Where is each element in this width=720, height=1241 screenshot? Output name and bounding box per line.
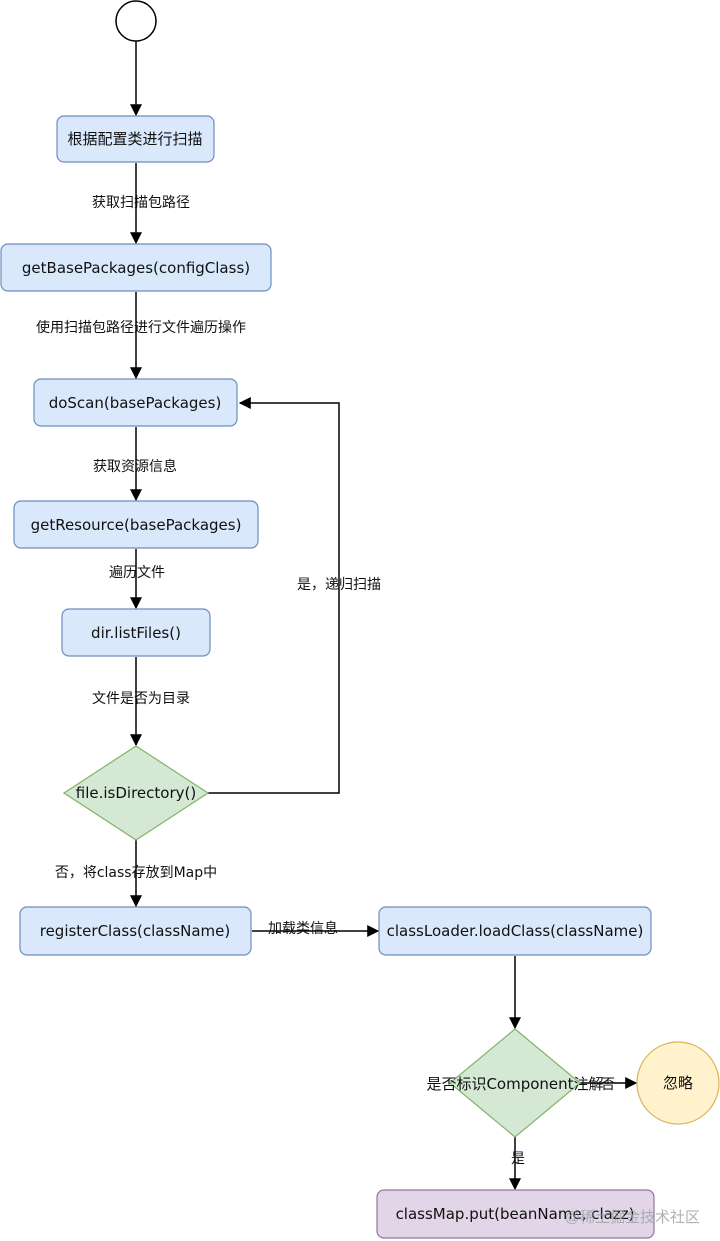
node-get-base-packages-label: getBasePackages(configClass)	[22, 259, 250, 277]
node-list-files-label: dir.listFiles()	[91, 624, 181, 642]
node-get-base-packages: getBasePackages(configClass)	[0, 243, 272, 292]
node-ignore-label: 忽略	[663, 1074, 693, 1092]
node-register-class: registerClass(className)	[19, 906, 252, 956]
edge-label-load-class-info: 加载类信息	[268, 920, 338, 937]
node-load-class: classLoader.loadClass(className)	[378, 906, 652, 956]
edge-label-get-resource-info: 获取资源信息	[93, 458, 177, 475]
edges	[130, 41, 638, 1191]
node-scan-by-config-label: 根据配置类进行扫描	[67, 130, 202, 148]
start-node	[115, 0, 157, 42]
node-do-scan: doScan(basePackages)	[33, 378, 238, 427]
edge-label-yes-recursive: 是，递归扫描	[297, 576, 381, 593]
node-load-class-label: classLoader.loadClass(className)	[387, 922, 644, 940]
node-is-component	[449, 1028, 581, 1138]
edge-label-get-package-path: 获取扫描包路径	[92, 195, 190, 211]
edge-label-no-put-map: 否，将class存放到Map中	[55, 865, 217, 881]
node-get-resource: getResource(basePackages)	[13, 500, 259, 549]
watermark-text: @稀土掘金技术社区	[565, 1209, 700, 1226]
edge-label-yes: 是	[511, 1151, 525, 1167]
node-is-component-label: 是否标识Component注解	[426, 1075, 603, 1093]
node-class-map-put-label: classMap.put(beanName, clazz)	[396, 1205, 635, 1223]
edge-label-traverse-files: 遍历文件	[109, 565, 165, 581]
node-scan-by-config: 根据配置类进行扫描	[56, 115, 215, 163]
node-register-class-label: registerClass(className)	[40, 922, 231, 940]
edge-label-is-dir-question: 文件是否为目录	[92, 691, 190, 707]
node-is-directory-label: file.isDirectory()	[76, 784, 196, 802]
edge-isdir-recursive	[208, 397, 340, 794]
node-list-files: dir.listFiles()	[61, 608, 211, 657]
node-class-map-put: classMap.put(beanName, clazz)	[376, 1189, 655, 1239]
edge-label-traverse-path: 使用扫描包路径进行文件遍历操作	[36, 319, 246, 336]
node-is-directory: file.isDirectory()	[62, 745, 210, 841]
edge-label-no: 否	[601, 1077, 615, 1093]
node-do-scan-label: doScan(basePackages)	[49, 394, 222, 412]
node-ignore: 忽略	[636, 1041, 720, 1125]
node-get-resource-label: getResource(basePackages)	[31, 516, 242, 534]
